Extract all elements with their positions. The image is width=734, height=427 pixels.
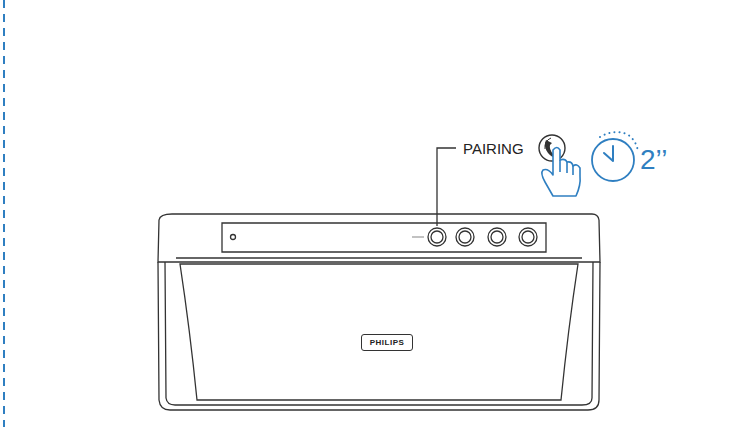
speaker-body xyxy=(158,214,600,410)
phone-button-icon xyxy=(539,135,565,161)
brand-badge: PHILIPS xyxy=(361,334,413,351)
button-label: PAIRING xyxy=(463,141,524,156)
cut-line xyxy=(3,0,5,427)
pressing-hand xyxy=(542,138,580,196)
brand-text: PHILIPS xyxy=(370,338,405,347)
clock-icon xyxy=(592,132,638,181)
duration-label: 2’’ xyxy=(640,146,668,174)
leader-line xyxy=(437,148,456,226)
